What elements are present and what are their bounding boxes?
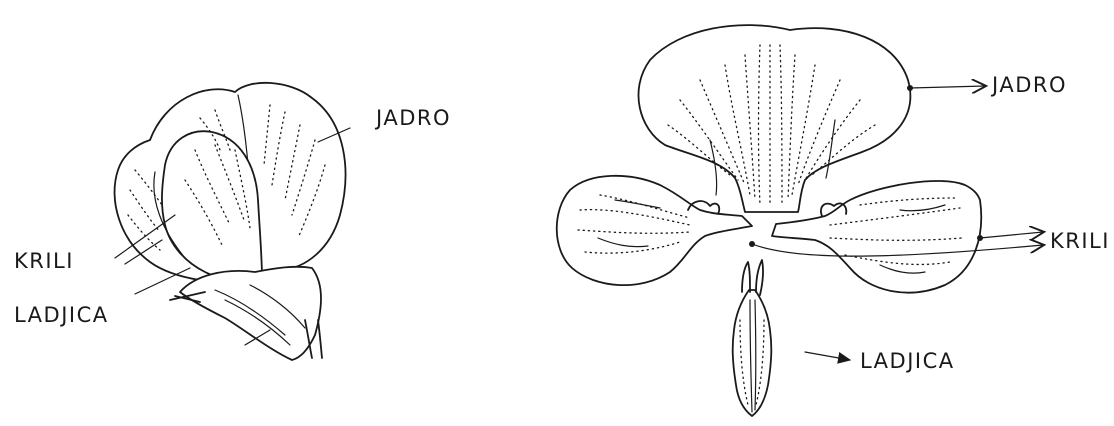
right-wing-arrow-1 [980,232,1043,238]
left-label-keel: LADJICA [14,303,109,327]
right-left-wing [557,176,752,285]
right-standard-arrow [910,86,985,88]
right-label-standard: JADRO [990,73,1067,97]
left-keel-calyx [180,267,321,360]
left-label-wings: KRILI [14,249,74,273]
right-label-keel: LADJICA [860,349,955,373]
left-label-standard: JADRO [374,106,451,130]
right-keel-arrow [805,352,850,360]
right-standard-petal [638,25,910,212]
right-label-wings: KRILI [1050,229,1110,253]
left-flower-drawing [115,83,346,360]
